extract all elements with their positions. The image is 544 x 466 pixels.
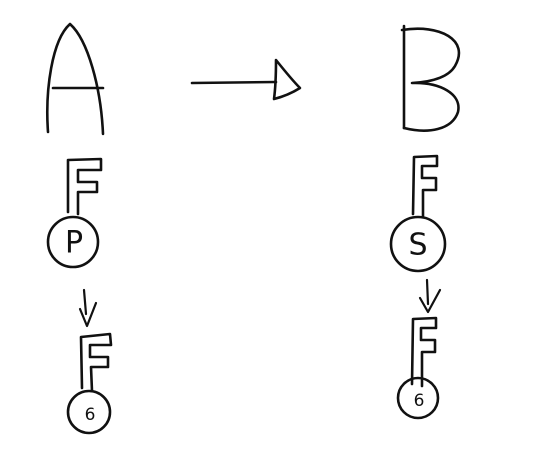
key-left-top-ring — [46, 215, 100, 269]
arrow-down-icon — [418, 278, 442, 314]
key-left-top-badge: P — [65, 226, 83, 261]
key-left-top-shaft — [66, 157, 103, 216]
node-a-shape — [46, 22, 105, 136]
key-left-bottom-ring — [66, 389, 112, 435]
key-left-bottom-shaft — [79, 332, 113, 393]
arrow-right-line — [190, 80, 278, 85]
key-right-bottom-ring — [396, 376, 440, 420]
key-right-bottom-shaft — [410, 316, 438, 388]
arrow-down-right-line — [425, 278, 430, 306]
key-right-top-ring — [389, 215, 447, 273]
node-b: B — [400, 24, 461, 132]
key-left-top: F P — [46, 157, 103, 269]
key-left-bottom: F 6 — [66, 332, 113, 435]
arrow-down-left-head — [78, 301, 98, 328]
key-right-bottom-badge: 6 — [414, 391, 425, 411]
key-right-top: F S — [389, 154, 447, 273]
key-left-bottom-badge: 6 — [85, 405, 96, 425]
arrow-down-icon — [78, 288, 98, 328]
key-right-top-shaft — [411, 154, 439, 218]
arrow-down-right-head — [418, 288, 442, 314]
arrow-down-left-line — [82, 288, 88, 316]
node-a: A — [46, 22, 105, 136]
key-right-bottom: F 6 — [396, 316, 440, 420]
node-b-bowls — [400, 27, 461, 132]
arrow-right-icon — [190, 58, 302, 101]
arrow-right-head — [272, 58, 302, 101]
key-right-top-badge: S — [408, 228, 427, 263]
